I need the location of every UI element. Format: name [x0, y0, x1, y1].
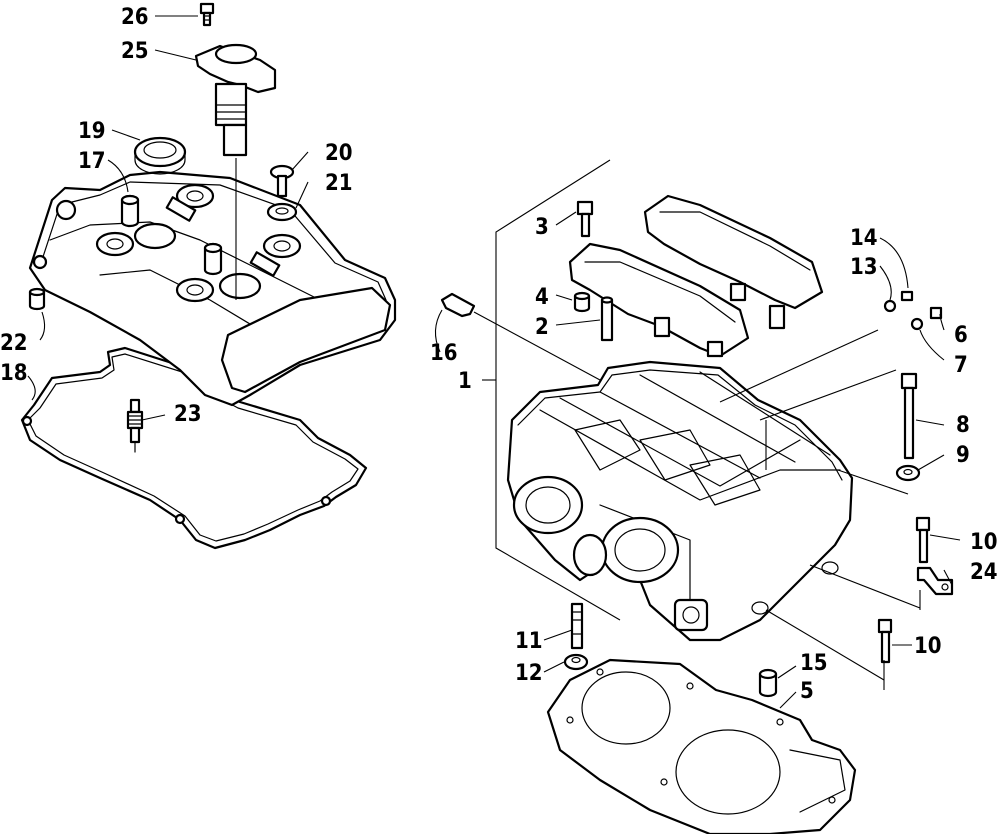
spark-plug	[126, 398, 144, 453]
bolt-8	[900, 372, 918, 460]
callout-25: 25	[121, 39, 149, 64]
cam-cap-front	[568, 242, 750, 358]
callout-4: 4	[535, 285, 549, 310]
callout-12: 12	[515, 661, 543, 686]
callout-15: 15	[800, 651, 828, 676]
nut-12	[563, 653, 589, 671]
callout-19: 19	[78, 119, 106, 144]
callout-18: 18	[0, 361, 28, 386]
callout-5: 5	[800, 679, 814, 704]
fitting-16	[440, 292, 601, 381]
bolt-10-upper	[915, 516, 931, 564]
stud-11	[570, 602, 584, 650]
callout-10-upper: 10	[970, 530, 998, 555]
leader-lines	[27, 15, 961, 709]
callout-23: 23	[174, 402, 202, 427]
cam-grommet	[133, 136, 187, 175]
callout-3: 3	[535, 215, 549, 240]
callout-6: 6	[954, 323, 968, 348]
bolt-20	[269, 164, 295, 198]
callout-11: 11	[515, 629, 543, 654]
bracket-24	[916, 566, 954, 596]
cylinder-head	[506, 360, 854, 642]
callout-26: 26	[121, 5, 149, 30]
callout-7: 7	[954, 353, 968, 378]
ignition-coil	[194, 43, 277, 157]
callout-1: 1	[458, 369, 472, 394]
callout-8: 8	[956, 413, 970, 438]
washer-21	[266, 202, 298, 222]
washer-14	[883, 299, 897, 313]
bolt-6	[929, 306, 943, 320]
callout-22: 22	[0, 331, 28, 356]
callout-2: 2	[535, 315, 549, 340]
callout-17: 17	[78, 149, 106, 174]
callout-20: 20	[325, 141, 353, 166]
bolt-26	[199, 2, 215, 27]
dowel-4	[573, 291, 591, 313]
head-gasket	[546, 658, 857, 834]
washer-9	[895, 464, 921, 482]
washer-7	[910, 317, 924, 331]
cam-cap-rear	[643, 194, 824, 330]
dowel-22	[28, 287, 46, 311]
callout-16: 16	[430, 341, 458, 366]
pin-2	[600, 296, 614, 342]
callout-14: 14	[850, 226, 878, 251]
callout-24: 24	[970, 560, 998, 585]
callout-13: 13	[850, 255, 878, 280]
callouts: 26 25 19 17 20 21 22 18 23 3 4 2 16 1 14…	[0, 5, 998, 704]
callout-21: 21	[325, 171, 353, 196]
bolt-13	[900, 290, 914, 302]
valve-cover	[28, 170, 397, 407]
dowel-15	[758, 668, 778, 698]
bolt-10-lower	[877, 618, 893, 664]
callout-10-lower: 10	[914, 634, 942, 659]
callout-9: 9	[956, 443, 970, 468]
bolt-3	[576, 200, 594, 238]
